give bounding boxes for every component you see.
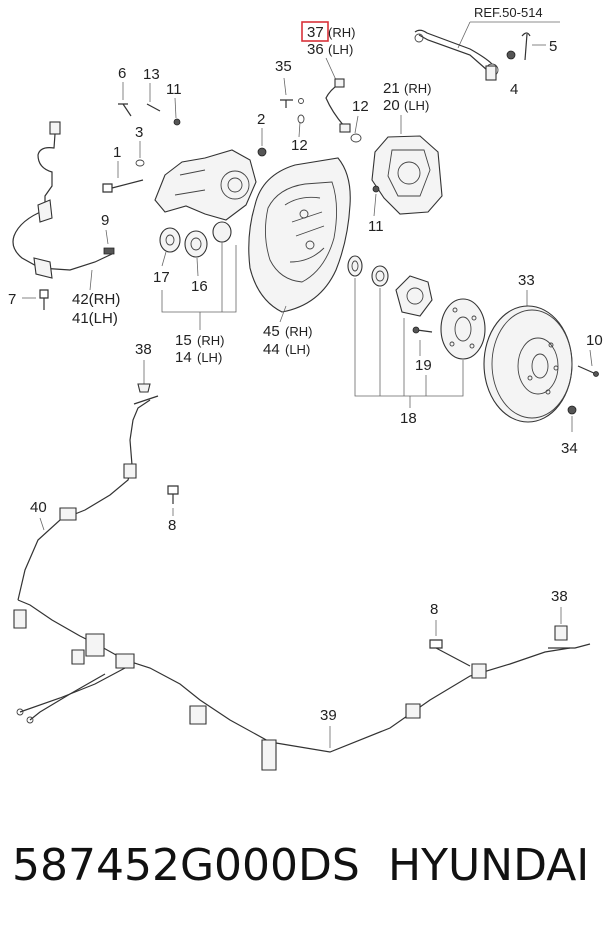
ref-arm-group: REF.50-514 4 5 bbox=[414, 5, 560, 98]
knuckle-group: 6 13 11 3 1 2 9 bbox=[101, 65, 267, 255]
rotor-group: 33 10 34 bbox=[483, 272, 603, 457]
callout-14[interactable]: 14 bbox=[175, 349, 192, 366]
callout-11a[interactable]: 11 bbox=[166, 81, 182, 98]
nut-4-icon bbox=[506, 50, 516, 60]
hub-disc-shape bbox=[440, 298, 486, 360]
callout-37-side: (RH) bbox=[328, 25, 355, 40]
callout-35[interactable]: 35 bbox=[275, 58, 292, 75]
part-number: 587452G000DS bbox=[12, 840, 360, 891]
highlight-box-37 bbox=[301, 21, 329, 42]
caliper-body-shape bbox=[371, 135, 443, 215]
callout-19[interactable]: 19 bbox=[415, 357, 432, 374]
callout-37[interactable]: 37 bbox=[307, 24, 324, 41]
callout-17[interactable]: 17 bbox=[153, 269, 170, 286]
callout-5[interactable]: 5 bbox=[549, 38, 557, 55]
callout-36-side: (LH) bbox=[328, 42, 353, 57]
hub-flange-shape bbox=[395, 275, 433, 317]
callout-8b[interactable]: 8 bbox=[430, 601, 438, 618]
sensor-cable-shape bbox=[12, 133, 113, 271]
bolt-13-icon bbox=[146, 103, 161, 112]
callout-45[interactable]: 45 bbox=[263, 323, 280, 340]
clip-38a-icon bbox=[137, 383, 151, 393]
bolt-35-icon bbox=[280, 99, 293, 108]
callout-40[interactable]: 40 bbox=[30, 499, 47, 516]
brand-name: HYUNDAI bbox=[388, 840, 590, 891]
callout-36[interactable]: 36 bbox=[307, 41, 324, 58]
callout-33[interactable]: 33 bbox=[518, 272, 535, 289]
callout-9[interactable]: 9 bbox=[101, 212, 109, 229]
callout-45-side: (RH) bbox=[285, 324, 312, 339]
callout-13[interactable]: 13 bbox=[143, 66, 160, 83]
bolt-8b-icon bbox=[429, 639, 471, 667]
callout-38b[interactable]: 38 bbox=[551, 588, 568, 605]
reference-label[interactable]: REF.50-514 bbox=[474, 5, 543, 20]
brake-hose-shape bbox=[325, 83, 345, 127]
knuckle-shape bbox=[154, 149, 257, 221]
callout-11b[interactable]: 11 bbox=[368, 218, 384, 235]
screw-10-icon bbox=[577, 365, 597, 375]
callout-41[interactable]: 41(LH) bbox=[72, 310, 118, 327]
callout-8a[interactable]: 8 bbox=[168, 517, 176, 534]
callout-42[interactable]: 42(RH) bbox=[72, 291, 120, 308]
bolt-8a-icon bbox=[167, 485, 179, 504]
bolt-1-icon bbox=[102, 179, 144, 193]
callout-44-side: (LH) bbox=[285, 342, 310, 357]
hub-group: 19 18 bbox=[347, 255, 486, 427]
callout-2[interactable]: 2 bbox=[257, 111, 265, 128]
bolt-19-icon bbox=[416, 329, 433, 333]
nut-34-icon bbox=[567, 405, 577, 415]
callout-12a[interactable]: 12 bbox=[352, 98, 369, 115]
callout-3[interactable]: 3 bbox=[135, 124, 143, 141]
washer-3-icon bbox=[135, 159, 145, 167]
footer: 587452G000DS HYUNDAI bbox=[12, 840, 602, 900]
callout-21-side: (RH) bbox=[404, 81, 431, 96]
cotter-pin-5-icon bbox=[524, 33, 528, 61]
callout-20-side: (LH) bbox=[404, 98, 429, 113]
caliper-group: 21 (RH) 20 (LH) 11 bbox=[368, 80, 443, 235]
callout-39[interactable]: 39 bbox=[320, 707, 337, 724]
bolt-7-icon bbox=[39, 289, 49, 310]
cable-40-shape bbox=[17, 399, 151, 601]
callout-16[interactable]: 16 bbox=[191, 278, 208, 295]
callout-38a[interactable]: 38 bbox=[135, 341, 152, 358]
nut-2-icon bbox=[257, 147, 267, 157]
callout-12b[interactable]: 12 bbox=[291, 137, 308, 154]
callout-7[interactable]: 7 bbox=[8, 291, 16, 308]
sensor-connector-icon bbox=[49, 121, 61, 135]
callout-4[interactable]: 4 bbox=[510, 81, 518, 98]
callout-44[interactable]: 44 bbox=[263, 341, 280, 358]
callout-15[interactable]: 15 bbox=[175, 332, 192, 349]
callout-20[interactable]: 20 bbox=[383, 97, 400, 114]
callout-6[interactable]: 6 bbox=[118, 65, 126, 82]
parking-cable-group: 38 8 40 39 8 38 bbox=[13, 341, 591, 771]
callout-1[interactable]: 1 bbox=[113, 144, 121, 161]
clip-38b-icon bbox=[554, 625, 568, 641]
backing-plate-group: 45 (RH) 44 (LH) bbox=[248, 157, 351, 358]
callout-34[interactable]: 34 bbox=[561, 440, 578, 457]
bushing-16-shape bbox=[184, 230, 208, 258]
control-arm-shape bbox=[418, 34, 488, 71]
callout-10[interactable]: 10 bbox=[586, 332, 603, 349]
speed-sensor-group: 7 42(RH) 41(LH) bbox=[8, 121, 120, 327]
bolt-6-icon bbox=[118, 103, 132, 117]
seal-icon bbox=[347, 255, 363, 277]
callout-14-side: (LH) bbox=[197, 350, 222, 365]
callout-18[interactable]: 18 bbox=[400, 410, 417, 427]
bolt-9-icon bbox=[103, 247, 115, 255]
bushing-group: 17 16 15 (RH) 14 (LH) bbox=[153, 221, 237, 366]
brake-hose-group: 37 (RH) 36 (LH) 35 12 12 bbox=[275, 21, 369, 154]
bearing-icon bbox=[371, 265, 389, 287]
callout-15-side: (RH) bbox=[197, 333, 224, 348]
bushing-17-shape bbox=[159, 227, 181, 253]
callout-21[interactable]: 21 bbox=[383, 80, 400, 97]
